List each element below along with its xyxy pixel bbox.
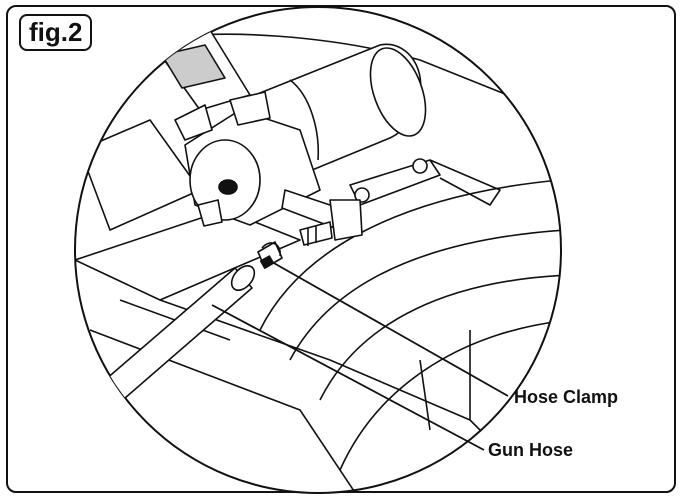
pump-head-port bbox=[218, 179, 238, 195]
curved-panel-rim bbox=[319, 274, 561, 401]
hose-clamp-leader bbox=[271, 261, 509, 397]
gun-hose-part bbox=[104, 265, 256, 399]
bracket-screw-2 bbox=[354, 187, 370, 203]
bracket-screw-1 bbox=[412, 158, 428, 174]
housing-left-panel bbox=[75, 209, 301, 301]
curved-panel-inner bbox=[289, 229, 561, 361]
hose-clamp-part bbox=[257, 241, 283, 269]
curved-panel-spoke-2 bbox=[419, 359, 431, 431]
housing-ledge bbox=[159, 299, 471, 421]
motor-band bbox=[289, 79, 320, 161]
gun-hose-label: Gun Hose bbox=[488, 440, 574, 460]
pump-lower-fitting bbox=[197, 199, 223, 227]
outlet-elbow bbox=[329, 199, 363, 241]
hose-clamp-label: Hose Clamp bbox=[514, 387, 619, 407]
curved-panel-base bbox=[339, 319, 561, 471]
bracket-base bbox=[429, 159, 501, 206]
curved-panel-outer bbox=[259, 179, 561, 331]
pump-top-fitting bbox=[229, 91, 271, 126]
magnified-view bbox=[74, 6, 562, 494]
gun-hose-leader bbox=[211, 304, 485, 451]
motor-end-cap bbox=[369, 47, 427, 137]
rear-block-slot bbox=[161, 44, 226, 89]
figure-label: fig.2 bbox=[19, 14, 93, 51]
pump-inlet-fitting bbox=[174, 104, 213, 141]
